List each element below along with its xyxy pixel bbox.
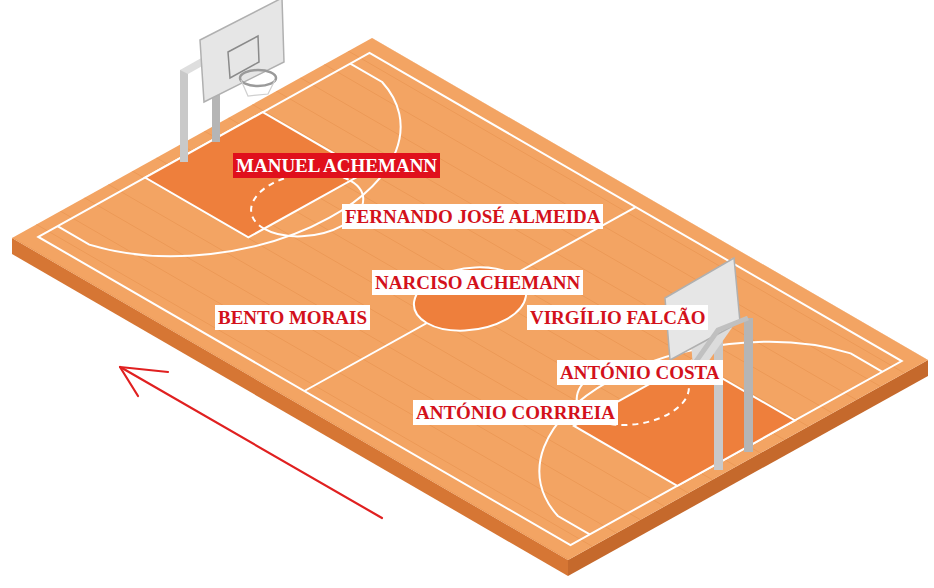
player-name: ANTÓNIO COSTA xyxy=(557,360,723,385)
player-name: FERNANDO JOSÉ ALMEIDA xyxy=(342,204,603,229)
player-name: BENTO MORAIS xyxy=(215,305,370,330)
player-name: ANTÓNIO CORRREIA xyxy=(413,400,618,425)
direction-arrow xyxy=(120,367,382,518)
basket-left xyxy=(180,0,284,162)
player-name: MANUEL ACHEMANN xyxy=(233,153,440,178)
player-name: NARCISO ACHEMANN xyxy=(372,270,583,295)
player-name: VIRGÍLIO FALCÃO xyxy=(527,305,708,330)
